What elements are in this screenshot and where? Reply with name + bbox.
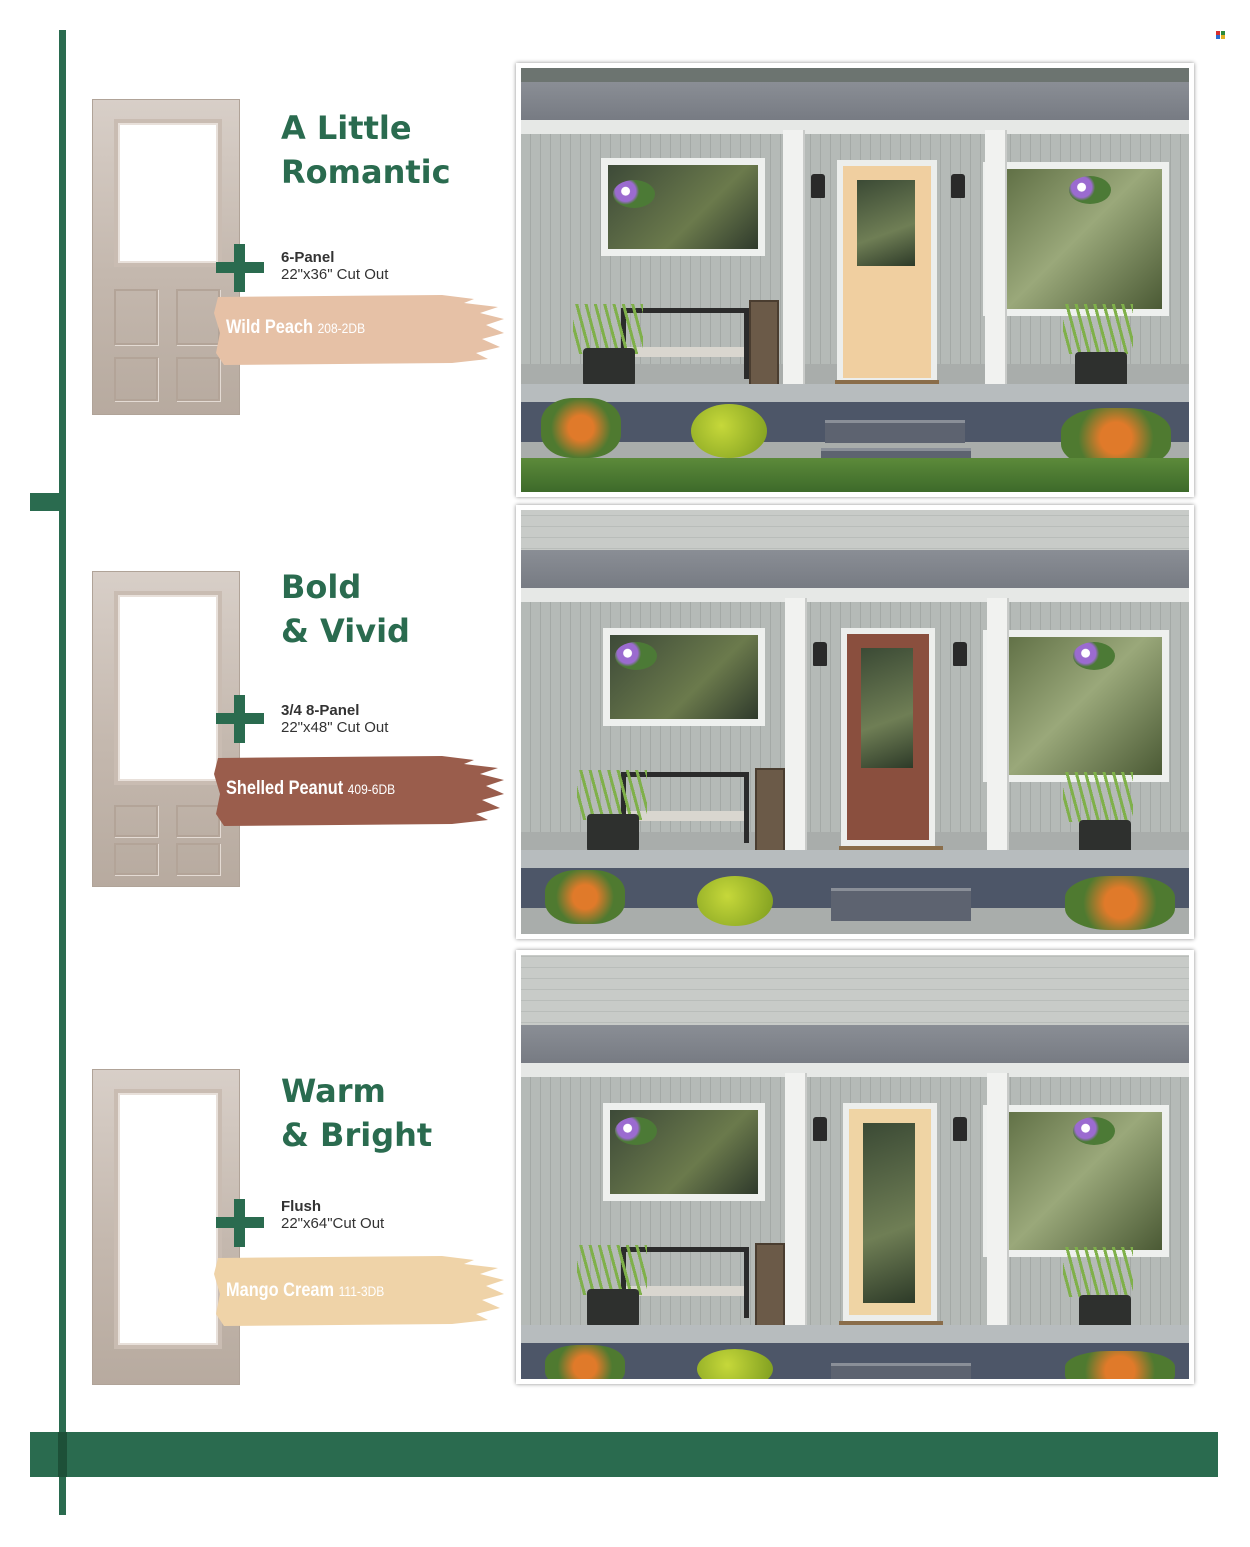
- door-thumbnail-6-panel: [92, 99, 240, 415]
- section-a-little-romantic: A Little Romantic 6-Panel 22"x36" Cut Ou…: [0, 0, 1250, 497]
- front-door: [841, 628, 935, 846]
- plus-icon: [216, 244, 264, 292]
- section-bold-and-vivid: Bold & Vivid 3/4 8-Panel 22"x48" Cut Out…: [0, 0, 1250, 939]
- house-photo-wild-peach: [516, 63, 1194, 497]
- door-spec: 6-Panel 22"x36" Cut Out: [281, 249, 389, 283]
- brand-mark-icon: [1216, 31, 1226, 39]
- door-spec: Flush 22"x64"Cut Out: [281, 1198, 385, 1232]
- door-spec: 3/4 8-Panel 22"x48" Cut Out: [281, 702, 389, 736]
- footer-band: [30, 1432, 1218, 1477]
- paint-label: Shelled Peanut 409-6DB: [226, 778, 396, 799]
- plus-icon: [216, 695, 264, 743]
- house-photo-shelled-peanut: [516, 505, 1194, 939]
- front-door: [843, 1103, 937, 1321]
- section-heading: Bold & Vivid: [281, 568, 410, 650]
- door-thumbnail-flush: [92, 1069, 240, 1385]
- paint-swatch-mango-cream: Mango Cream 111-3DB: [212, 1254, 512, 1328]
- section-heading: Warm & Bright: [281, 1072, 433, 1154]
- paint-swatch-wild-peach: Wild Peach 208-2DB: [212, 293, 512, 367]
- paint-swatch-shelled-peanut: Shelled Peanut 409-6DB: [212, 754, 512, 828]
- paint-label: Mango Cream 111-3DB: [226, 1280, 385, 1301]
- front-door: [837, 160, 937, 384]
- section-warm-and-bright: Warm & Bright Flush 22"x64"Cut Out Mango…: [0, 0, 1250, 1385]
- footer-accent: [58, 1432, 67, 1477]
- left-accent-line: [59, 30, 66, 1515]
- door-thumbnail-3-4-8-panel: [92, 571, 240, 887]
- plus-icon: [216, 1199, 264, 1247]
- section-heading: A Little Romantic: [281, 109, 451, 191]
- paint-label: Wild Peach 208-2DB: [226, 317, 366, 338]
- house-photo-mango-cream: [516, 950, 1194, 1384]
- left-accent-tab: [30, 493, 60, 511]
